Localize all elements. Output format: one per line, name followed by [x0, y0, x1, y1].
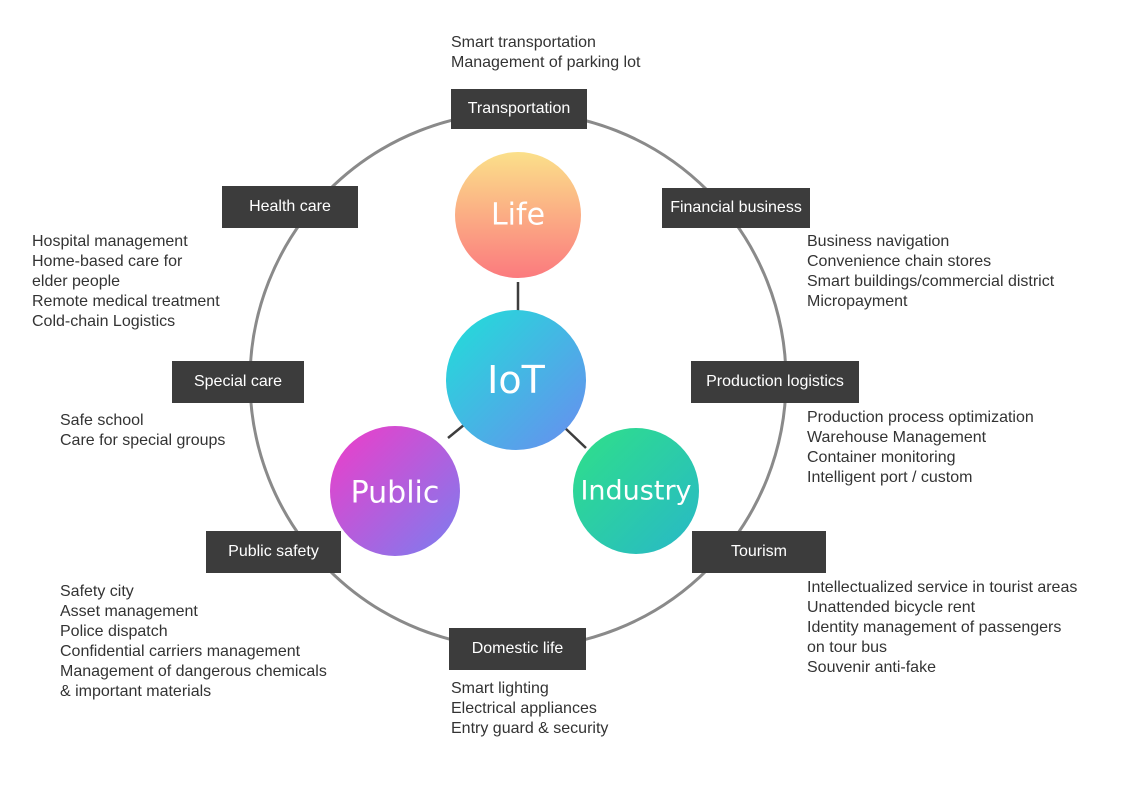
list-item: Management of parking lot	[451, 54, 641, 71]
list-item: Souvenir anti-fake	[807, 659, 936, 676]
list-item: Convenience chain stores	[807, 253, 992, 270]
health-care-items: Hospital management Home-based care for …	[32, 232, 220, 332]
category-production-logistics: Production logistics	[691, 361, 859, 403]
list-item: Smart transportation	[451, 34, 596, 51]
hub-industry	[573, 428, 699, 554]
list-item: Safety city	[60, 583, 134, 600]
category-special-care: Special care	[172, 361, 304, 403]
list-item: on tour bus	[807, 639, 888, 656]
link-iot-industry	[564, 427, 587, 449]
financial-business-items: Business navigation Convenience chain st…	[807, 232, 1054, 312]
category-financial-business: Financial business	[662, 188, 810, 228]
list-item: Warehouse Management	[807, 429, 987, 446]
list-item: Home-based care for	[32, 253, 183, 270]
list-item: Remote medical treatment	[32, 293, 220, 310]
list-item: Smart buildings/commercial district	[807, 273, 1055, 290]
hub-life	[455, 152, 581, 278]
list-item: Micropayment	[807, 293, 908, 310]
special-care-items: Safe school Care for special groups	[60, 411, 225, 451]
list-item: Intellectualized service in tourist area…	[807, 579, 1078, 596]
production-logistics-items: Production process optimization Warehous…	[807, 408, 1034, 488]
list-item: Electrical appliances	[451, 700, 597, 717]
list-item: Entry guard & security	[451, 720, 609, 737]
list-item: Police dispatch	[60, 623, 168, 640]
hub-iot	[446, 310, 586, 450]
tourism-items: Intellectualized service in tourist area…	[807, 578, 1077, 678]
hub-public-label: Public	[351, 476, 440, 511]
hub-industry-label: Industry	[580, 476, 691, 507]
category-domestic-life: Domestic life	[449, 628, 586, 670]
category-tourism: Tourism	[692, 531, 826, 573]
list-item: Production process optimization	[807, 409, 1034, 426]
list-item: Identity management of passengers	[807, 619, 1062, 636]
list-item: Asset management	[60, 603, 198, 620]
domestic-life-items: Smart lighting Electrical appliances Ent…	[451, 679, 608, 739]
hub-public	[330, 426, 460, 556]
list-item: & important materials	[60, 683, 212, 700]
transportation-items: Smart transportation Management of parki…	[451, 33, 640, 73]
category-transportation: Transportation	[451, 89, 587, 129]
category-health-care: Health care	[222, 186, 358, 228]
list-item: Container monitoring	[807, 449, 956, 466]
list-item: Confidential carriers management	[60, 643, 301, 660]
category-public-safety: Public safety	[206, 531, 341, 573]
list-item: elder people	[32, 273, 121, 290]
list-item: Smart lighting	[451, 680, 549, 697]
list-item: Business navigation	[807, 233, 950, 250]
list-item: Care for special groups	[60, 432, 226, 449]
list-item: Unattended bicycle rent	[807, 599, 976, 616]
hub-iot-label: IoT	[487, 358, 545, 402]
list-item: Hospital management	[32, 233, 188, 250]
list-item: Management of dangerous chemicals	[60, 663, 327, 680]
list-item: Cold-chain Logistics	[32, 313, 176, 330]
list-item: Safe school	[60, 412, 144, 429]
list-item: Intelligent port / custom	[807, 469, 973, 486]
public-safety-items: Safety city Asset management Police disp…	[60, 582, 327, 702]
hub-life-label: Life	[491, 198, 545, 233]
